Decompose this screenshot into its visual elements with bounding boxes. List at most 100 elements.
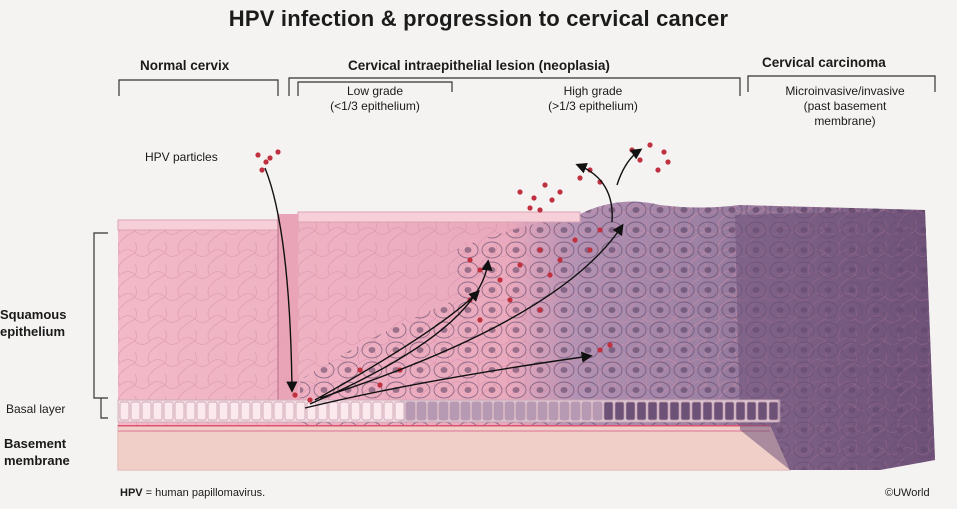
hpv-particle [572, 237, 578, 243]
hpv-particle [557, 257, 563, 263]
low-grade-label: Low grade(<1/3 epithelium) [330, 84, 420, 113]
basal-cell [339, 401, 350, 421]
hpv-particle [557, 189, 563, 195]
basal-cell [614, 401, 625, 421]
hpv-particle [537, 247, 543, 253]
hpv-particle [647, 142, 653, 148]
basal-cell [284, 401, 295, 421]
basal-cell [427, 401, 438, 421]
basal-cell [295, 401, 306, 421]
basal-cell [636, 401, 647, 421]
basal-layer-label: Basal layer [6, 402, 66, 416]
hpv-particle [531, 195, 537, 201]
basal-cell [713, 401, 724, 421]
hpv-particle [547, 272, 553, 278]
hpv-particle [255, 152, 261, 158]
basal-cell [218, 401, 229, 421]
basal-cell [735, 401, 746, 421]
basal-cell [724, 401, 735, 421]
basal-cell [460, 401, 471, 421]
hpv-particle [587, 247, 593, 253]
hpv-particle [577, 175, 583, 181]
basal-cell [515, 401, 526, 421]
infection-arrows [264, 148, 643, 409]
basal-cell [581, 401, 592, 421]
hpv-particle [661, 149, 667, 155]
basal-cell [207, 401, 218, 421]
basal-cell [526, 401, 537, 421]
hpv-particle [655, 167, 661, 173]
hpv-particle [537, 207, 543, 213]
hpv-particle [549, 197, 555, 203]
basal-cell [163, 401, 174, 421]
basal-cell [625, 401, 636, 421]
abbreviation-footnote: HPV = human papillomavirus. [120, 487, 266, 499]
basal-cell [548, 401, 559, 421]
basal-cell [603, 401, 614, 421]
copyright: ©UWorld [885, 487, 930, 499]
basal-cell [471, 401, 482, 421]
hpv-particle [537, 307, 543, 313]
basal-cell [669, 401, 680, 421]
hpv-particle [517, 262, 523, 268]
hpv-particle [477, 267, 483, 273]
basal-cell [328, 401, 339, 421]
basal-cell [394, 401, 405, 421]
section-intraepithelial-lesion: Cervical intraepithelial lesion (neoplas… [348, 58, 610, 73]
basal-cell [493, 401, 504, 421]
hpv-particle [467, 257, 473, 263]
basal-cell [141, 401, 152, 421]
basal-cell [119, 401, 130, 421]
hpv-particle [597, 347, 603, 353]
basal-cell [251, 401, 262, 421]
basal-cell [647, 401, 658, 421]
hpv-particle [292, 392, 298, 398]
basal-cell [757, 401, 768, 421]
basal-cell [768, 401, 779, 421]
hpv-particle [637, 157, 643, 163]
hpv-particle [477, 317, 483, 323]
basal-cell [262, 401, 273, 421]
basal-cell [306, 401, 317, 421]
basal-cell [152, 401, 163, 421]
hpv-particle [263, 159, 269, 165]
page-title: HPV infection & progression to cervical … [228, 6, 729, 31]
hpv-particle [357, 367, 363, 373]
basal-cell [592, 401, 603, 421]
basal-cell [174, 401, 185, 421]
basal-cell [680, 401, 691, 421]
basal-cell [570, 401, 581, 421]
basal-cell [482, 401, 493, 421]
hpv-particle [607, 342, 613, 348]
basal-cell [504, 401, 515, 421]
basal-cell [229, 401, 240, 421]
hpv-particle [507, 297, 513, 303]
hpv-particle [527, 205, 533, 211]
basal-cell [702, 401, 713, 421]
basal-cell [361, 401, 372, 421]
basal-cell [405, 401, 416, 421]
hpv-particle [377, 382, 383, 388]
basal-cell [449, 401, 460, 421]
hpv-particle [307, 397, 313, 403]
basal-cell [658, 401, 669, 421]
section-normal-cervix: Normal cervix [140, 58, 230, 73]
basal-cell [416, 401, 427, 421]
basal-cell [273, 401, 284, 421]
basal-cell [691, 401, 702, 421]
hpv-particle [267, 155, 273, 161]
basal-cell [240, 401, 251, 421]
hpv-particle [629, 147, 635, 153]
hpv-particle [597, 227, 603, 233]
basal-cell [317, 401, 328, 421]
basal-cell [746, 401, 757, 421]
basal-cell [537, 401, 548, 421]
basal-cell [383, 401, 394, 421]
basal-cell [185, 401, 196, 421]
hpv-particle [517, 189, 523, 195]
basal-cell [559, 401, 570, 421]
basal-cell [372, 401, 383, 421]
